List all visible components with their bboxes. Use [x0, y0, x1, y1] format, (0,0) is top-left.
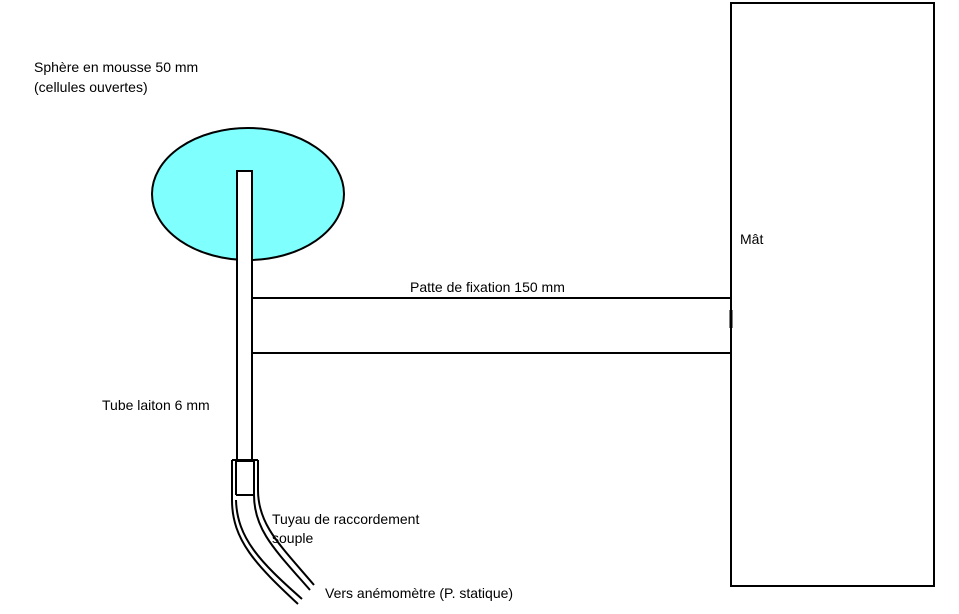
hose-label-line2: souple: [272, 530, 314, 546]
flexible-hose: [231, 459, 315, 605]
anemometer-label: Vers anémomètre (P. statique): [325, 585, 514, 601]
brass-tube-label: Tube laiton 6 mm: [102, 397, 210, 413]
sphere-label-line1: Sphère en mousse 50 mm: [34, 59, 199, 75]
mast-rect: [730, 2, 935, 587]
sphere-label-line2: (cellules ouvertes): [34, 79, 148, 95]
bracket-label: Patte de fixation 150 mm: [410, 279, 565, 295]
hose-label-line1: Tuyau de raccordement: [272, 511, 420, 527]
mast-label: Mât: [740, 231, 764, 247]
mounting-bracket: [252, 297, 733, 354]
brass-tube: [236, 170, 253, 462]
